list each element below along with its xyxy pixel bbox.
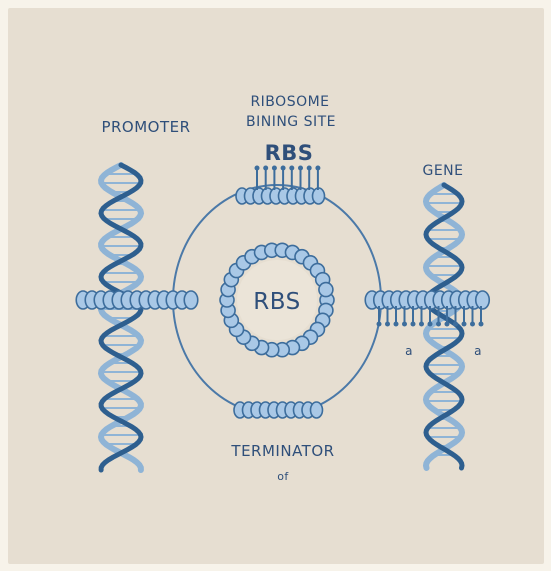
binding-stick-knob (263, 166, 268, 171)
bead (476, 291, 490, 309)
binding-stick-knob (411, 322, 416, 327)
bead-chain-left-icon (76, 291, 198, 309)
binding-stick-knob (479, 322, 484, 327)
label-terminator: TERMINATOR (230, 442, 334, 460)
label-rbs-line2: BINING SITE (246, 114, 336, 130)
binding-stick-knob (419, 322, 424, 327)
binding-stick-knob (289, 166, 294, 171)
binding-stick-knob (281, 166, 286, 171)
label-terminator-sub: of (277, 470, 289, 483)
label-rbs-center: RBS (253, 289, 300, 315)
binding-stick-knob (453, 322, 458, 327)
label-gene-side-left: a (405, 344, 413, 358)
binding-stick-knob (394, 322, 399, 327)
binding-stick-knob (445, 322, 450, 327)
dna-helix-right-icon (426, 185, 462, 468)
bead-chain-top-icon (236, 188, 325, 204)
binding-stick-knob (377, 322, 382, 327)
label-gene: GENE (422, 163, 463, 179)
binding-stick-knob (385, 322, 390, 327)
binding-stick-knob (315, 166, 320, 171)
label-promoter: PROMOTER (101, 118, 190, 136)
ring-bead (319, 283, 333, 297)
binding-stick-knob (307, 166, 312, 171)
binding-stick-knob (462, 322, 467, 327)
binding-stick-knob (272, 166, 277, 171)
binding-stick-knob (255, 166, 260, 171)
binding-stick-knob (428, 322, 433, 327)
binding-stick-knob (470, 322, 475, 327)
binding-stick-knob (436, 322, 441, 327)
bead-chain-right-icon (365, 291, 489, 309)
bead (311, 402, 323, 418)
bead (313, 188, 325, 204)
label-rbs-line1: RIBOSOME (250, 94, 329, 110)
binding-stick-knob (298, 166, 303, 171)
binding-stick-knob (402, 322, 407, 327)
bead (184, 291, 198, 309)
label-rbs-short: RBS (265, 141, 314, 165)
dna-helix-left-icon (101, 165, 141, 470)
label-gene-side-right: a (474, 344, 482, 358)
bead-chain-bottom-icon (234, 402, 323, 418)
